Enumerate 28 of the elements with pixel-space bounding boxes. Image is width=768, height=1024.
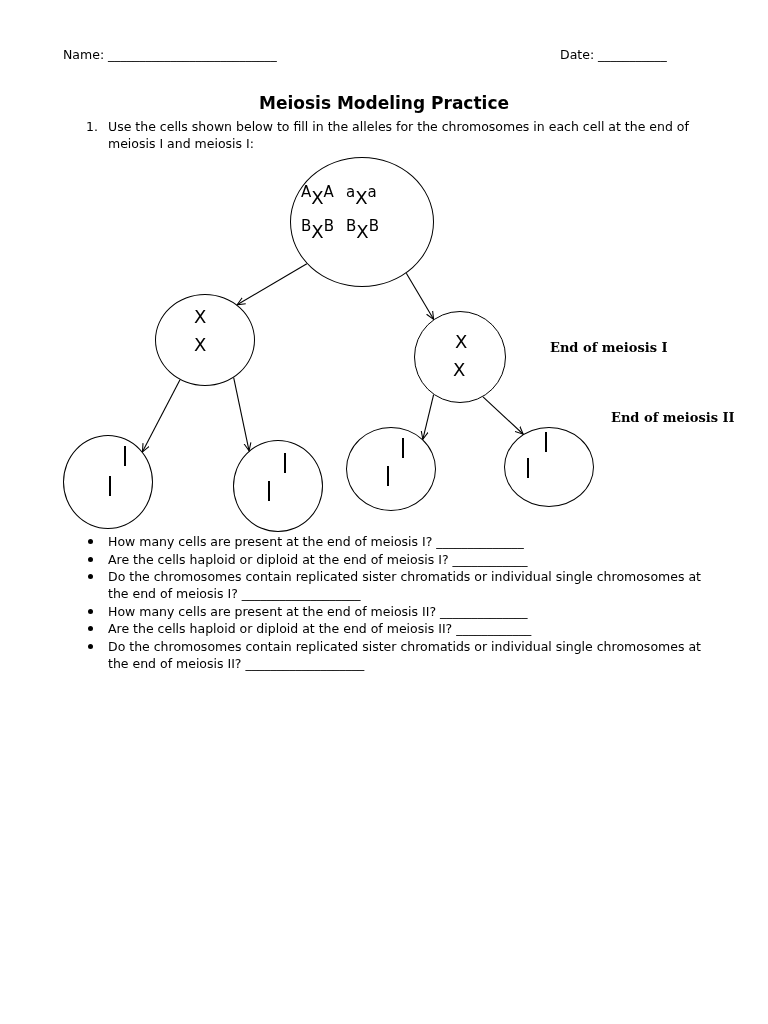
chromosome-label: X [194,335,207,355]
arrow [141,379,181,453]
question-text: Do the chromosomes contain replicated sister chromatids or individual single chromosomes at the end of meiosis I? ___________________ [108,568,702,602]
cell-circle [63,435,153,529]
arrow [236,263,308,306]
question-text: Are the cells haploid or diploid at the end of meiosis I? ____________ [108,550,529,568]
chromosome-label: X [453,360,466,380]
arrow [233,377,252,452]
chromosome-label: $^{A}$X$^{A}$ [301,182,334,208]
chromosome-label: X [194,307,207,327]
list-number: 1. [86,118,99,135]
question-text: Do the chromosomes contain replicated sister chromatids or individual single chromosomes at the end of meiosis II? ___________________ [108,637,702,672]
arrow [405,272,435,320]
arrow [420,394,435,440]
instruction-text: Use the cells shown below to fill in the alleles for the chromosomes in each cell at the end of meiosis I and meiosis I: [108,118,690,152]
name-field: Name: ___________________________ [63,46,363,63]
stage-label: End of meiosis II [611,409,736,426]
chromosome-label: $^{B}$X$^{B}$ [301,216,334,242]
question-text: Are the cells haploid or diploid at the end of meiosis II? ____________ [108,620,533,637]
chromosome-label: X [455,332,468,352]
chromosome-label: $^{B}$X$^{B}$ [346,216,379,242]
question-text: How many cells are present at the end of meiosis II? ______________ [108,602,529,620]
date-field: Date: ___________ [560,46,760,63]
worksheet-title: Meiosis Modeling Practice [258,92,510,114]
question-text: How many cells are present at the end of meiosis I? ______________ [108,533,525,550]
arrow [482,396,524,435]
chromosome-label: $^{a}$X$^{a}$ [346,182,377,208]
stage-label: End of meiosis I [550,339,669,356]
